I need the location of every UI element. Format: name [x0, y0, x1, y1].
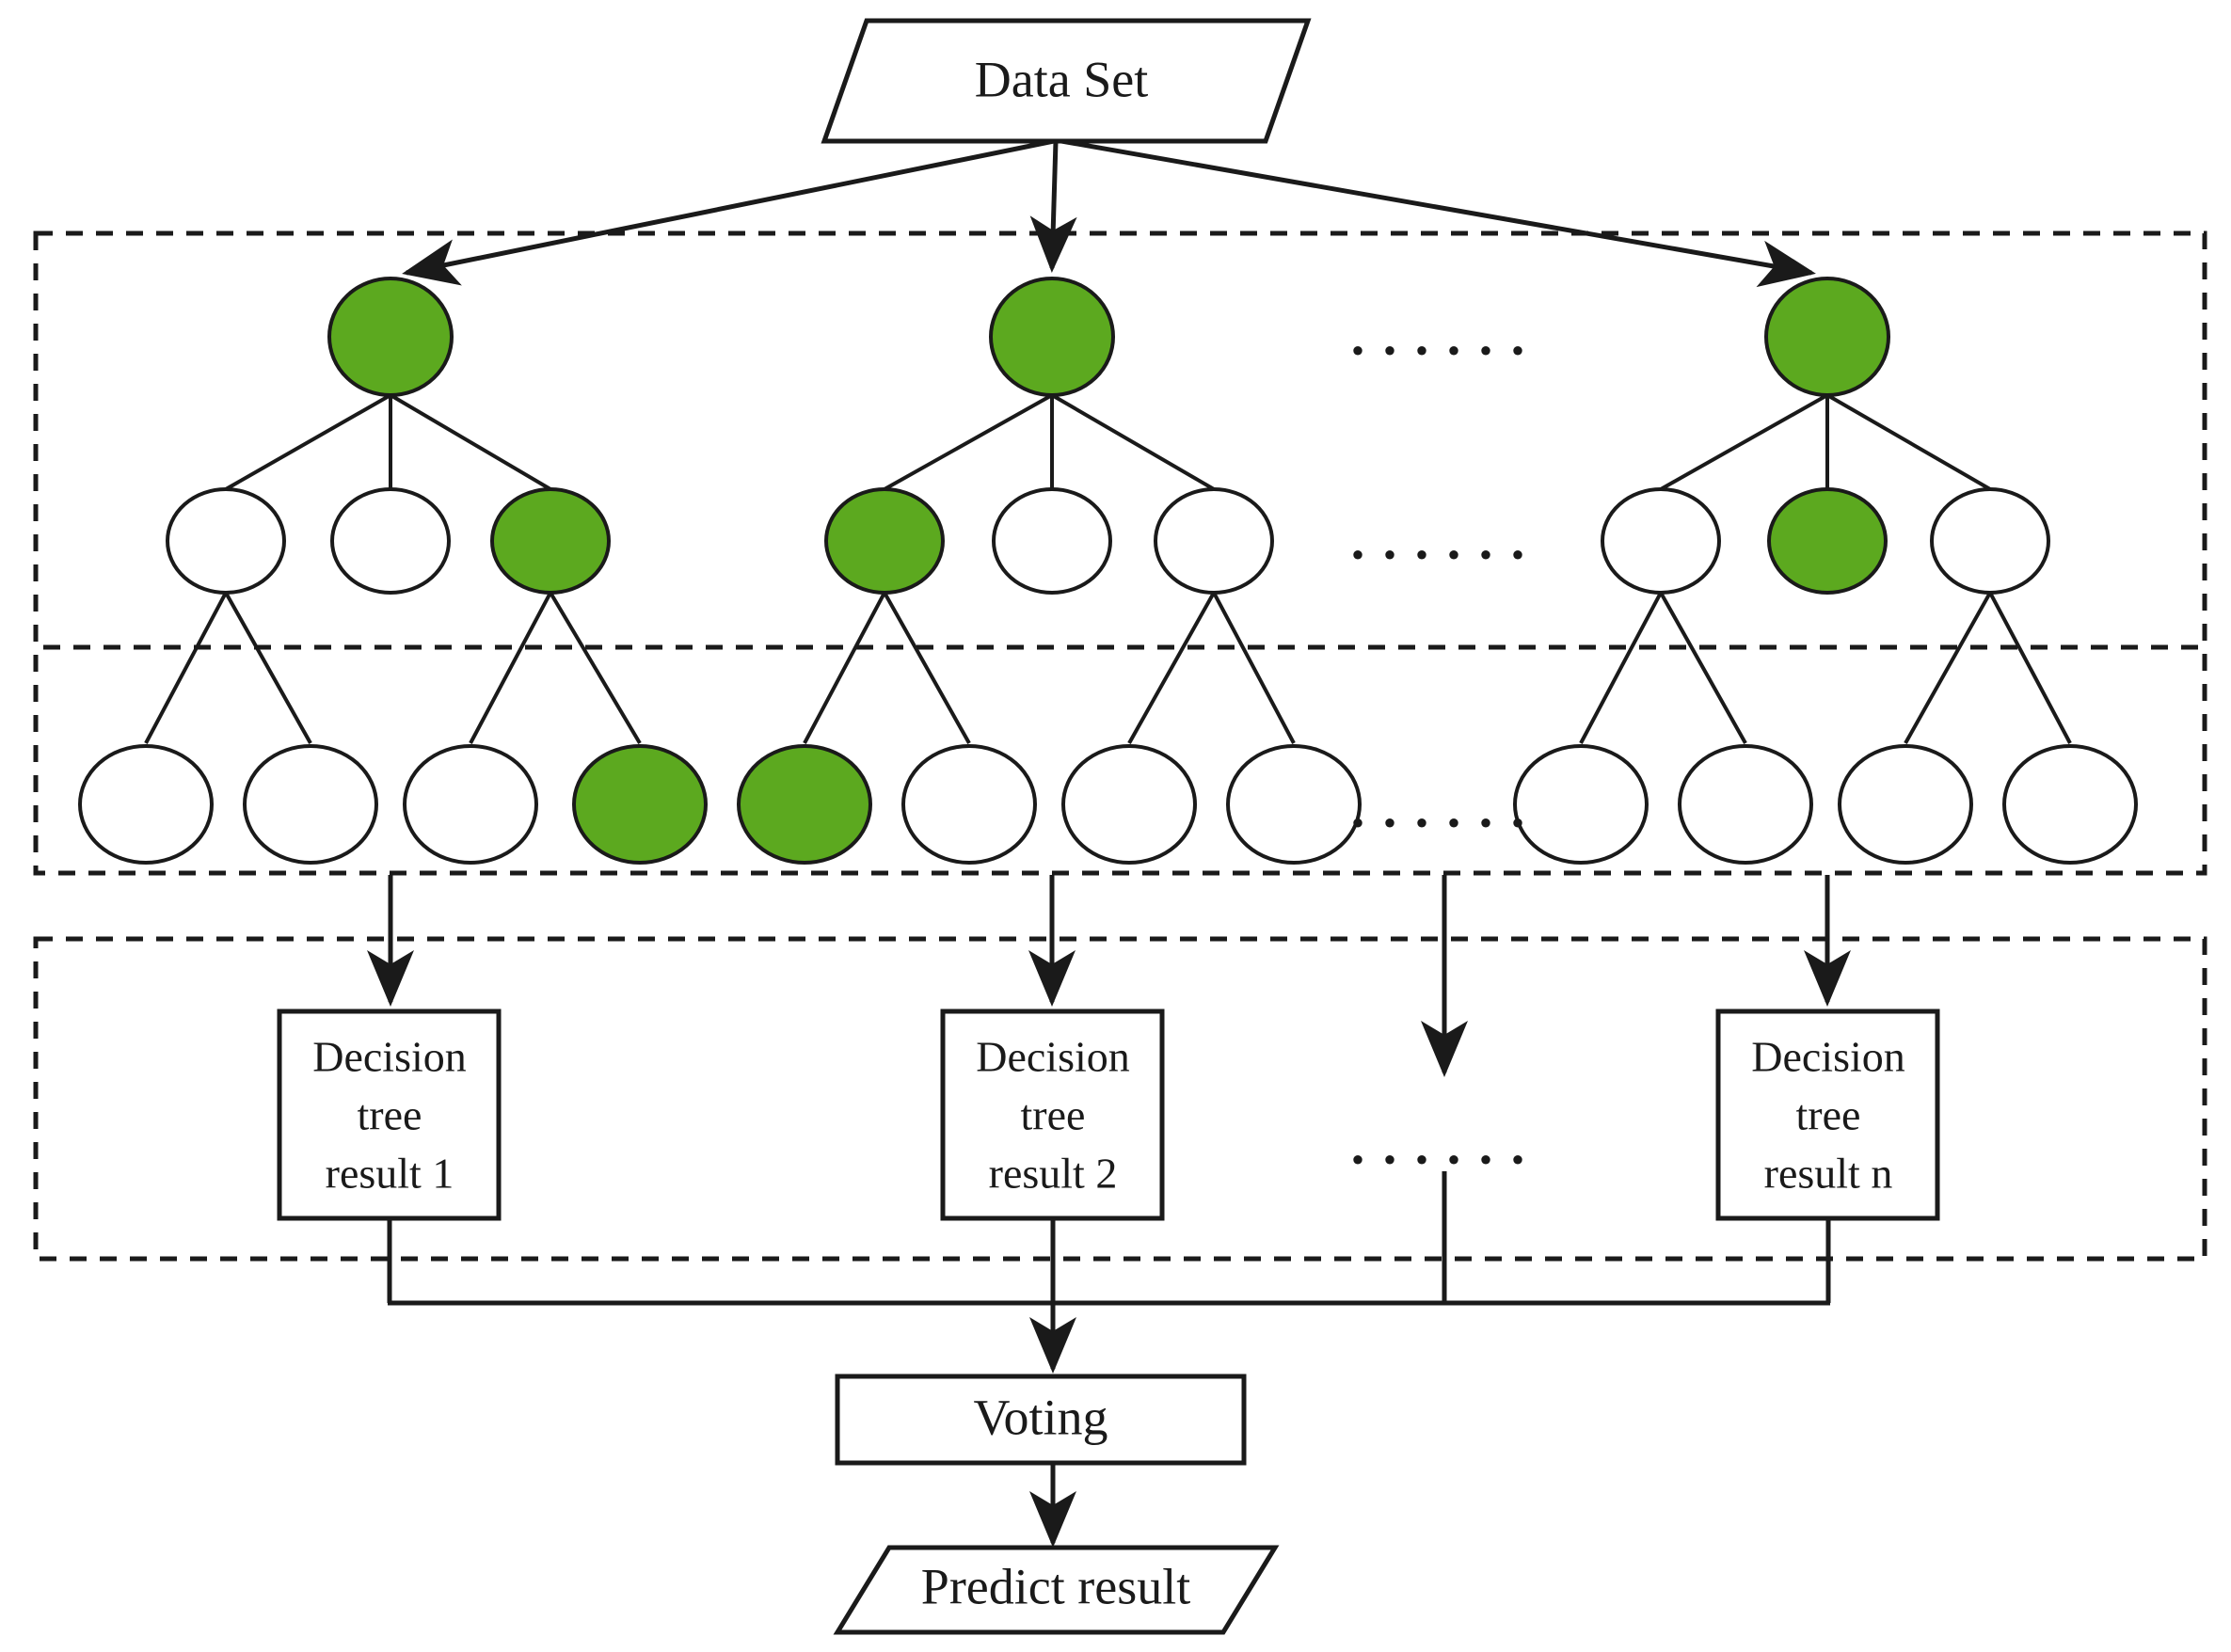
- tree-node-leaf-2-3: [1061, 744, 1197, 865]
- decision-result-2-line1: Decision: [976, 1033, 1130, 1081]
- tree-node-leaf-n-3: [1838, 744, 1973, 865]
- decision-result-1-shape: [277, 1009, 502, 1221]
- dataset-shape: [821, 18, 1312, 144]
- ellipsis-level1: ......: [1348, 288, 1540, 371]
- predict-result-node: Predict result: [833, 1545, 1280, 1635]
- tree-node-leaf-n-4: [2002, 744, 2138, 865]
- ellipsis-level2: ......: [1348, 492, 1540, 575]
- tree-node-l2-2-1: [824, 487, 945, 595]
- tree-node-leaf-1-4: [572, 744, 708, 865]
- arrow-dataset-treen: [1060, 138, 1816, 288]
- edge: [469, 592, 552, 744]
- edge: [1050, 393, 1216, 491]
- decision-result-1-line1: Decision: [312, 1033, 467, 1081]
- decision-result-2-line2: tree: [1021, 1091, 1086, 1139]
- voting-label: Voting: [973, 1389, 1108, 1445]
- decision-result-n-line3: result n: [1764, 1150, 1893, 1198]
- predict-result-shape: [833, 1545, 1280, 1635]
- edge: [1660, 393, 1828, 491]
- dataset-to-roots-arrows: [402, 138, 1816, 288]
- results-dashed-box: [33, 936, 2207, 1262]
- edge: [549, 591, 642, 745]
- results-collector-lines: [387, 1171, 1831, 1374]
- tree-node-l2-2-2: [992, 487, 1112, 595]
- edge: [144, 592, 228, 744]
- tree-node-l2-n-1: [1601, 487, 1721, 595]
- edge: [803, 592, 886, 744]
- tree-node-l2-n-2: [1767, 487, 1888, 595]
- arrow-dataset-tree2: [1029, 140, 1077, 273]
- dataset-node: Data Set: [821, 18, 1312, 144]
- decision-result-1-line2: tree: [358, 1091, 422, 1139]
- decision-result-n-shape: [1715, 1009, 1940, 1221]
- tree-node-leaf-1-3: [403, 744, 538, 865]
- edge: [1212, 592, 1296, 744]
- dataset-label: Data Set: [975, 51, 1148, 107]
- decision-result-2-shape: [940, 1009, 1165, 1221]
- edge: [1904, 592, 1992, 744]
- tree-node-l2-1-3: [490, 487, 611, 595]
- decision-result-1-line3: result 1: [326, 1150, 454, 1198]
- decision-result-n-line1: Decision: [1751, 1033, 1905, 1081]
- edge: [1825, 393, 1992, 491]
- ellipsis-level3: ......: [1348, 760, 1540, 843]
- tree-node-leaf-2-4: [1226, 744, 1362, 865]
- tree-node-l2-n-3: [1930, 487, 2050, 595]
- voting-node: Voting: [835, 1374, 1247, 1466]
- tree-node-root-n: [1764, 277, 1890, 397]
- tree-n-edges: [1579, 393, 2072, 744]
- arrow-dataset-tree1: [402, 138, 1055, 286]
- edge: [225, 393, 391, 491]
- edge: [1579, 592, 1663, 744]
- edge: [883, 592, 971, 744]
- edge: [1988, 592, 2072, 744]
- edge: [884, 393, 1053, 491]
- tree-node-leaf-2-1: [737, 744, 872, 865]
- tree-node-l2-1-2: [330, 487, 451, 595]
- decision-result-box-2: Decision tree result 2: [940, 1009, 1165, 1221]
- decision-result-2-line3: result 2: [989, 1150, 1118, 1198]
- tree-node-l2-1-1: [166, 487, 286, 595]
- predict-result-label: Predict result: [921, 1558, 1190, 1614]
- edge: [224, 592, 312, 744]
- edge: [1659, 592, 1747, 744]
- tree-node-l2-2-3: [1154, 487, 1274, 595]
- decision-result-n-line2: tree: [1796, 1091, 1861, 1139]
- edge: [1127, 592, 1216, 744]
- voting-shape: [835, 1374, 1247, 1466]
- tree-node-leaf-2-2: [901, 744, 1037, 865]
- tree-node-root-1: [327, 277, 454, 397]
- decision-result-box-1: Decision tree result 1: [277, 1009, 502, 1221]
- tree-1-edges: [144, 393, 642, 745]
- tree-node-leaf-n-1: [1513, 744, 1649, 865]
- ellipsis-results: ......: [1348, 1097, 1540, 1180]
- tree-node-leaf-1-2: [243, 744, 378, 865]
- forest-dashed-box: [33, 230, 2207, 876]
- edge: [389, 393, 552, 491]
- tree-node-leaf-n-2: [1678, 744, 1813, 865]
- decision-result-box-n: Decision tree result n: [1715, 1009, 1940, 1221]
- tree-node-root-2: [989, 277, 1115, 397]
- tree-node-leaf-1-1: [78, 744, 214, 865]
- tree-2-edges: [803, 393, 1296, 744]
